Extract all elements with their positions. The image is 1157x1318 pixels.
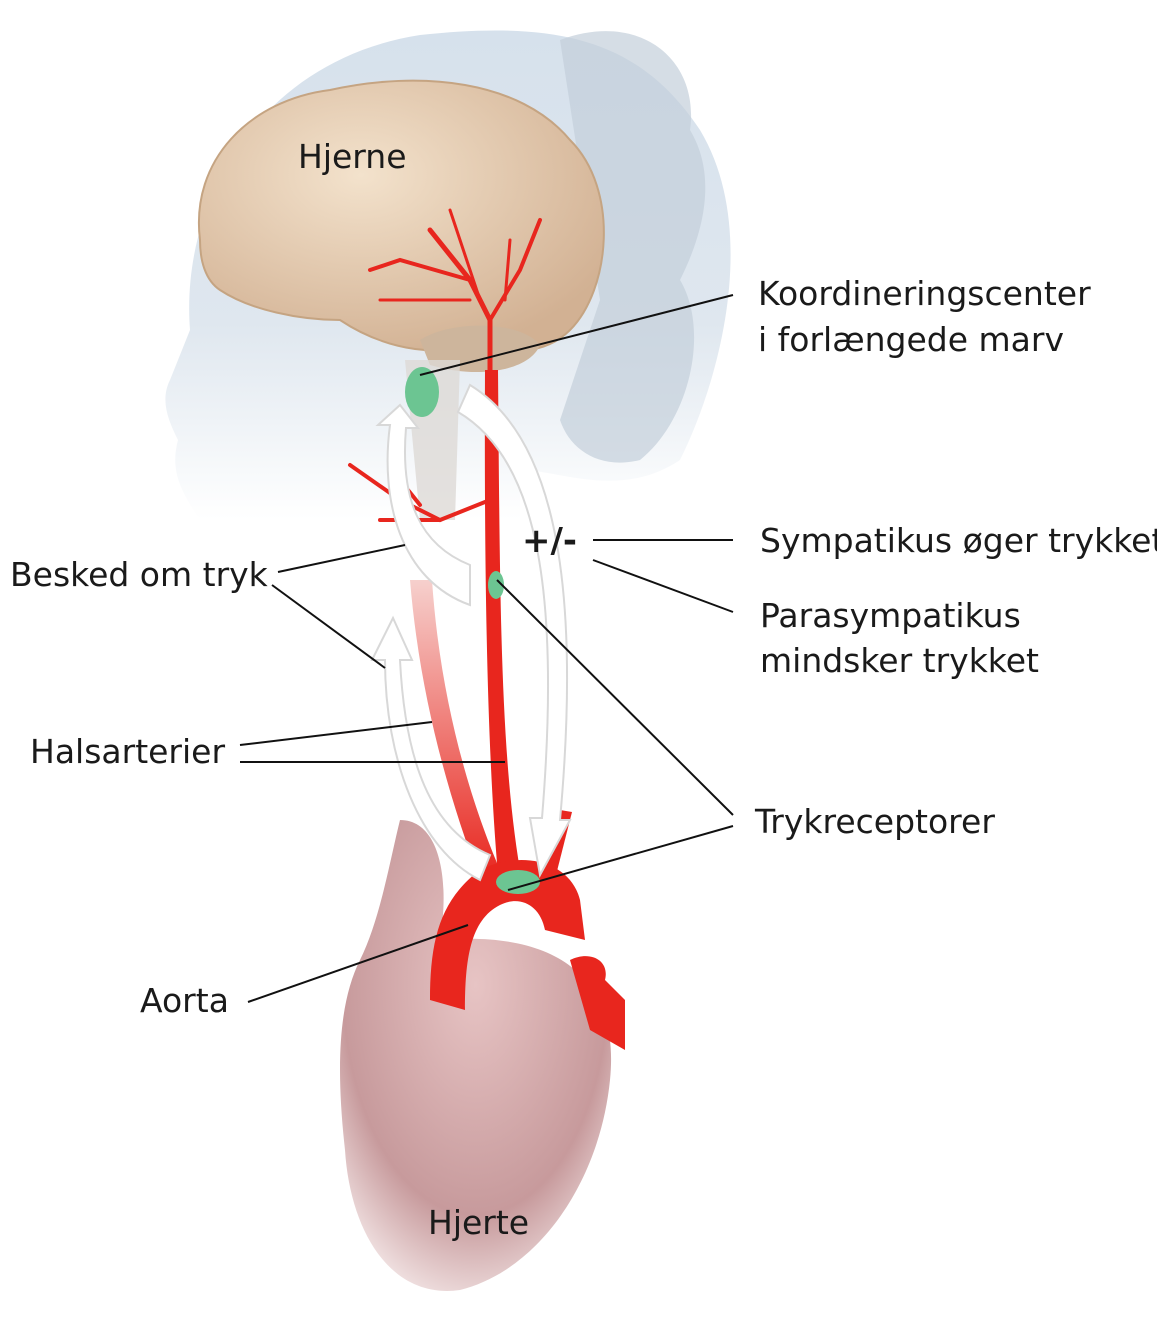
label-coordination-center-line1: Koordineringscenter: [758, 274, 1091, 313]
carotid-receptor-spot: [488, 571, 504, 599]
signal-arrows: [370, 383, 572, 882]
heart-vessels: [570, 956, 625, 1050]
left-carotid: [410, 580, 500, 880]
label-heart: Hjerte: [428, 1203, 530, 1242]
aortic-receptor-spot: [496, 870, 540, 894]
hair: [560, 31, 706, 463]
arrow-up-lower: [370, 615, 492, 882]
heart: [340, 820, 612, 1291]
label-plus-minus: +/-: [522, 521, 578, 561]
aorta-arch: [430, 860, 585, 1010]
label-aorta: Aorta: [140, 981, 229, 1020]
label-carotid-arteries: Halsarterier: [30, 732, 226, 771]
label-parasympathetic-line1: Parasympatikus: [760, 596, 1021, 635]
arrow-up-upper: [375, 403, 471, 607]
arrow-down-right: [456, 383, 572, 878]
brain: [197, 79, 605, 352]
label-sympathetic: Sympatikus øger trykket: [760, 521, 1157, 560]
brain-arteries: [368, 208, 542, 383]
coordination-center-spot: [405, 367, 439, 417]
right-carotid: [484, 370, 520, 875]
label-pressure-message: Besked om tryk: [10, 555, 268, 594]
leader-lines: [239, 294, 734, 1003]
label-baroreceptors: Trykreceptorer: [755, 802, 995, 841]
label-brain: Hjerne: [298, 137, 407, 176]
label-coordination-center-line2: i forlængede marv: [758, 320, 1064, 359]
label-parasympathetic-line2: mindsker trykket: [760, 641, 1039, 680]
